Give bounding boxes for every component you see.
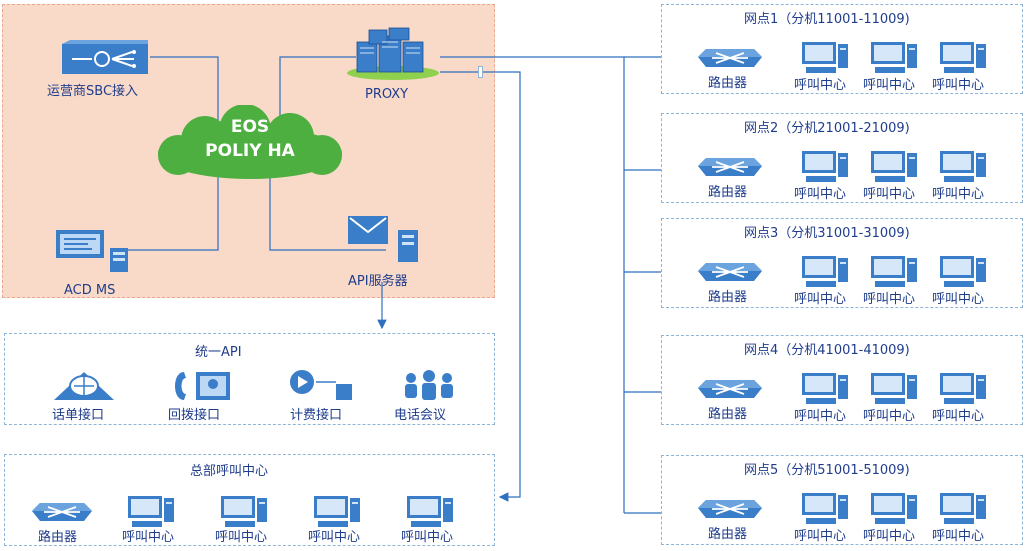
branch-title: 网点5（分机51001-51009) <box>744 463 910 478</box>
branch-router-icon <box>698 152 762 184</box>
wire-acd-cloud <box>128 175 219 251</box>
branch-router-label: 路由器 <box>708 76 748 91</box>
branch-pc-label: 呼叫中心 <box>932 409 985 424</box>
branch-pc-icon <box>800 40 850 80</box>
branch-pc-label: 呼叫中心 <box>794 529 847 544</box>
branch-title: 网点2（分机21001-21009) <box>744 121 910 136</box>
branch-pc-icon <box>800 254 850 294</box>
branch-router-icon <box>698 257 762 289</box>
branch-pc-icon <box>869 371 919 411</box>
branch-pc-icon <box>869 254 919 294</box>
branch-pc-icon <box>800 149 850 189</box>
sbc-gateway-icon <box>62 40 148 80</box>
proxy-label: PROXY <box>365 87 409 102</box>
branch-title: 网点1（分机11001-11009) <box>744 12 910 27</box>
wire-proxy-cloud <box>279 56 356 118</box>
branch-pc-label: 呼叫中心 <box>863 187 916 202</box>
hq-pc-icon <box>219 494 269 534</box>
hq-pc-label: 呼叫中心 <box>215 530 268 545</box>
branch-router-label: 路由器 <box>708 407 748 422</box>
api-item-conference: 电话会议 <box>394 408 447 423</box>
branch-pc-icon <box>938 149 988 189</box>
wire-proxy-hq <box>440 71 521 502</box>
hq-pc-label: 呼叫中心 <box>122 530 175 545</box>
branch-pc-icon <box>938 371 988 411</box>
api-item-callback: 回拨接口 <box>168 408 221 423</box>
callback-interface-icon <box>170 370 234 406</box>
branch-pc-icon <box>938 254 988 294</box>
branch-pc-label: 呼叫中心 <box>863 409 916 424</box>
branch-pc-label: 呼叫中心 <box>794 187 847 202</box>
branch-router-label: 路由器 <box>708 290 748 305</box>
acd-label: ACD MS <box>64 283 116 298</box>
proxy-server-icon <box>345 26 440 85</box>
cdr-interface-icon <box>52 370 116 406</box>
unified-api-title: 统一API <box>195 345 242 360</box>
hq-pc-icon <box>405 494 455 534</box>
wire-branch-trunk <box>440 56 625 513</box>
branch-pc-label: 呼叫中心 <box>794 409 847 424</box>
conference-icon <box>397 370 461 406</box>
branch-pc-icon <box>869 40 919 80</box>
wire-sbc-cloud <box>150 56 219 130</box>
api-server-icon <box>348 216 424 270</box>
hq-pc-icon <box>126 494 176 534</box>
branch-pc-icon <box>938 40 988 80</box>
hq-router-icon <box>32 497 92 529</box>
branch-router-icon <box>698 374 762 406</box>
branch-pc-label: 呼叫中心 <box>932 78 985 93</box>
branch-pc-label: 呼叫中心 <box>932 187 985 202</box>
branch-pc-label: 呼叫中心 <box>932 292 985 307</box>
branch-pc-label: 呼叫中心 <box>863 529 916 544</box>
hq-title: 总部呼叫中心 <box>190 464 269 479</box>
billing-interface-icon <box>286 370 356 406</box>
branch-router-icon <box>698 494 762 526</box>
api-server-label: API服务器 <box>348 274 408 289</box>
cloud-icon <box>150 104 350 189</box>
hq-pc-label: 呼叫中心 <box>308 530 361 545</box>
sbc-label: 运营商SBC接入 <box>47 84 139 99</box>
port-marker <box>478 66 483 78</box>
hq-pc-label: 呼叫中心 <box>401 530 454 545</box>
branch-pc-label: 呼叫中心 <box>932 529 985 544</box>
branch-pc-label: 呼叫中心 <box>794 292 847 307</box>
branch-router-label: 路由器 <box>708 527 748 542</box>
branch-pc-icon <box>800 371 850 411</box>
branch-pc-icon <box>869 491 919 531</box>
wire-api-cloud <box>269 175 386 251</box>
hq-router-label: 路由器 <box>38 530 78 545</box>
cloud-label-line1: EOS <box>230 117 270 137</box>
api-item-cdr: 话单接口 <box>52 408 105 423</box>
branch-title: 网点4（分机41001-41009) <box>744 343 910 358</box>
hq-pc-icon <box>312 494 362 534</box>
branch-pc-icon <box>938 491 988 531</box>
branch-title: 网点3（分机31001-31009) <box>744 226 910 241</box>
api-item-billing: 计费接口 <box>290 408 343 423</box>
branch-router-label: 路由器 <box>708 185 748 200</box>
branch-pc-label: 呼叫中心 <box>794 78 847 93</box>
cloud-label-line2: POLIY HA <box>205 141 295 161</box>
branch-pc-label: 呼叫中心 <box>863 78 916 93</box>
branch-pc-icon <box>800 491 850 531</box>
branch-pc-icon <box>869 149 919 189</box>
acd-ms-icon <box>56 228 132 278</box>
branch-pc-label: 呼叫中心 <box>863 292 916 307</box>
branch-router-icon <box>698 43 762 75</box>
